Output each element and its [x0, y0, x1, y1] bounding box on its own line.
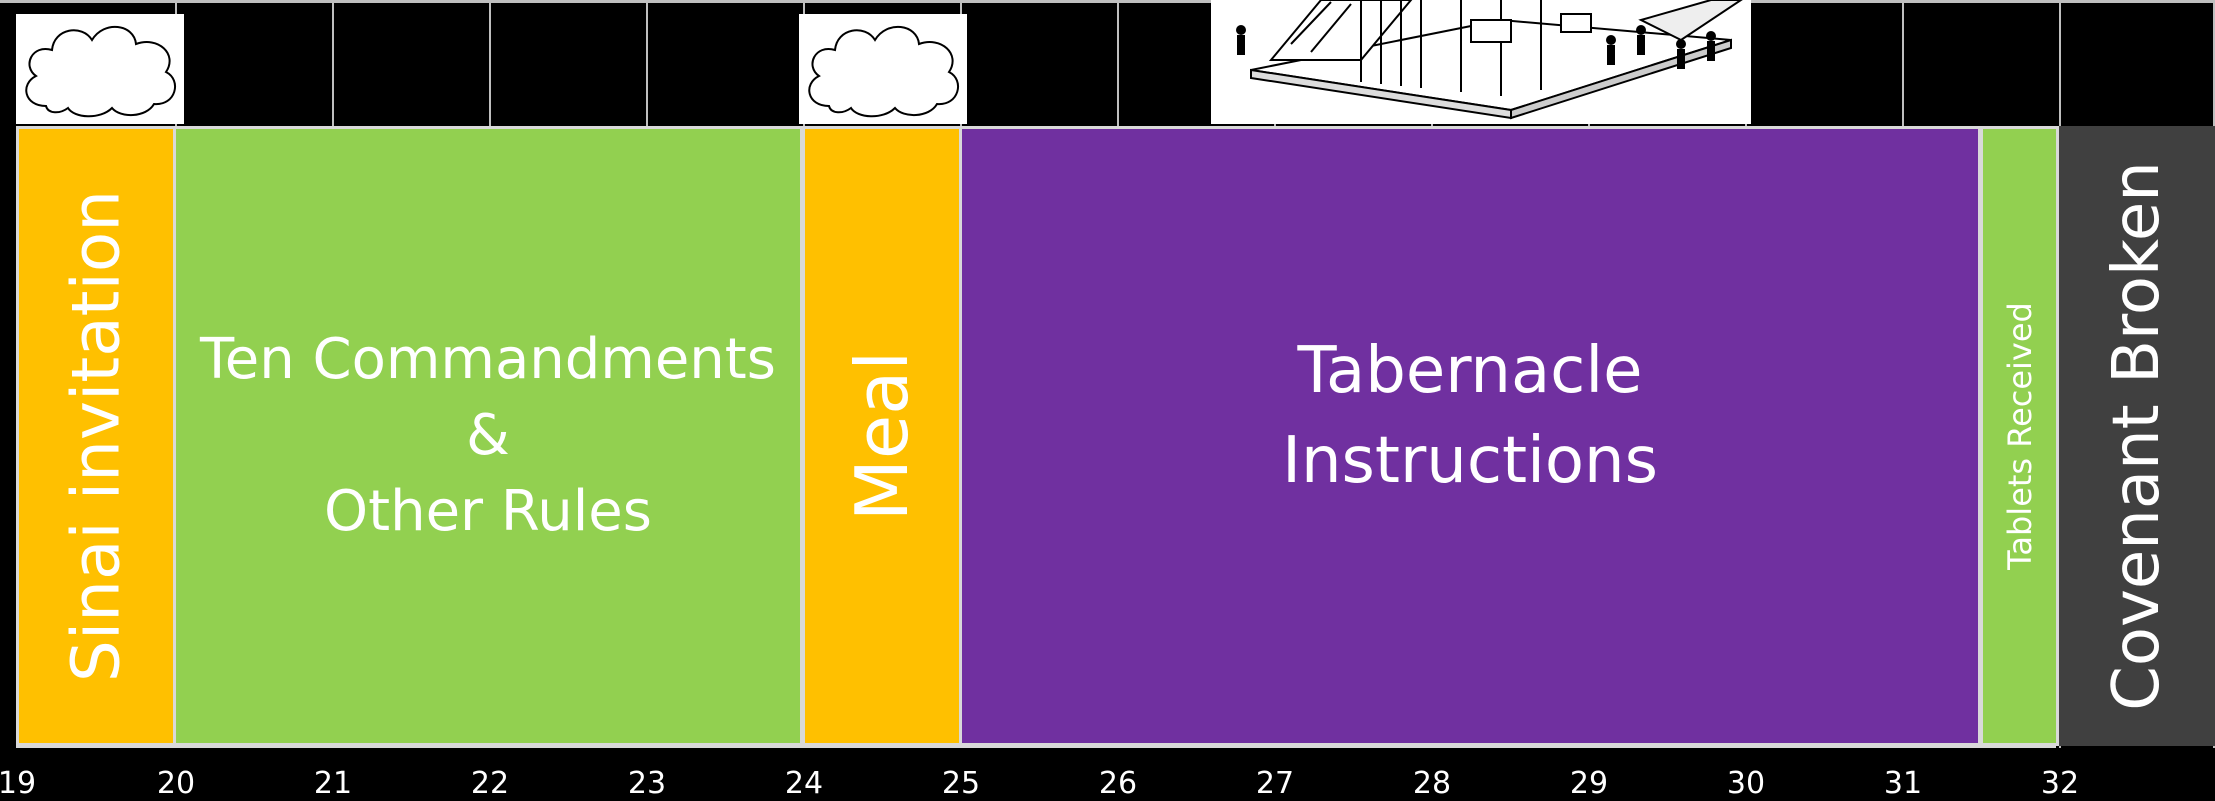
cloud-icon [16, 14, 184, 124]
label-line: Tabernacle [1297, 334, 1643, 408]
tick-label: 31 [1883, 766, 1923, 801]
tick-label: 32 [2040, 766, 2080, 801]
section-ten-commandments: Ten Commandments & Other Rules [173, 126, 803, 746]
section-label: Tablets Received [2000, 302, 2039, 570]
tick-label: 21 [313, 766, 353, 801]
tick-label: 29 [1569, 766, 1609, 801]
timeline-baseline [16, 744, 2056, 748]
section-meal: Meal [802, 126, 962, 746]
tick-label: 23 [627, 766, 667, 801]
top-border-line [0, 0, 2215, 3]
tick-label: 24 [784, 766, 824, 801]
tick-label: 27 [1255, 766, 1295, 801]
section-label: Ten Commandments & Other Rules [200, 322, 776, 550]
label-line: & [466, 403, 510, 468]
section-covenant-broken: Covenant Broken [2059, 126, 2215, 746]
section-label: Meal [840, 350, 924, 522]
section-tabernacle-instructions: Tabernacle Instructions [959, 126, 1981, 746]
section-tablets-received: Tablets Received [1980, 126, 2059, 746]
tick-label: 22 [470, 766, 510, 801]
tick-label: 26 [1098, 766, 1138, 801]
tick-label: 25 [941, 766, 981, 801]
label-line: Other Rules [324, 479, 652, 544]
tick-label: 30 [1726, 766, 1766, 801]
tick-label: 20 [156, 766, 196, 801]
section-label: Covenant Broken [2100, 161, 2174, 711]
label-line: Instructions [1282, 424, 1658, 498]
section-sinai-invitation: Sinai invitation [16, 126, 176, 746]
section-label: Sinai invitation [57, 189, 135, 683]
tabernacle-illustration [1211, 0, 1751, 124]
cloud-icon [799, 14, 967, 124]
tick-label: 19 [0, 766, 37, 801]
label-line: Ten Commandments [200, 327, 776, 392]
section-label: Tabernacle Instructions [1282, 326, 1658, 506]
tick-label: 28 [1412, 766, 1452, 801]
